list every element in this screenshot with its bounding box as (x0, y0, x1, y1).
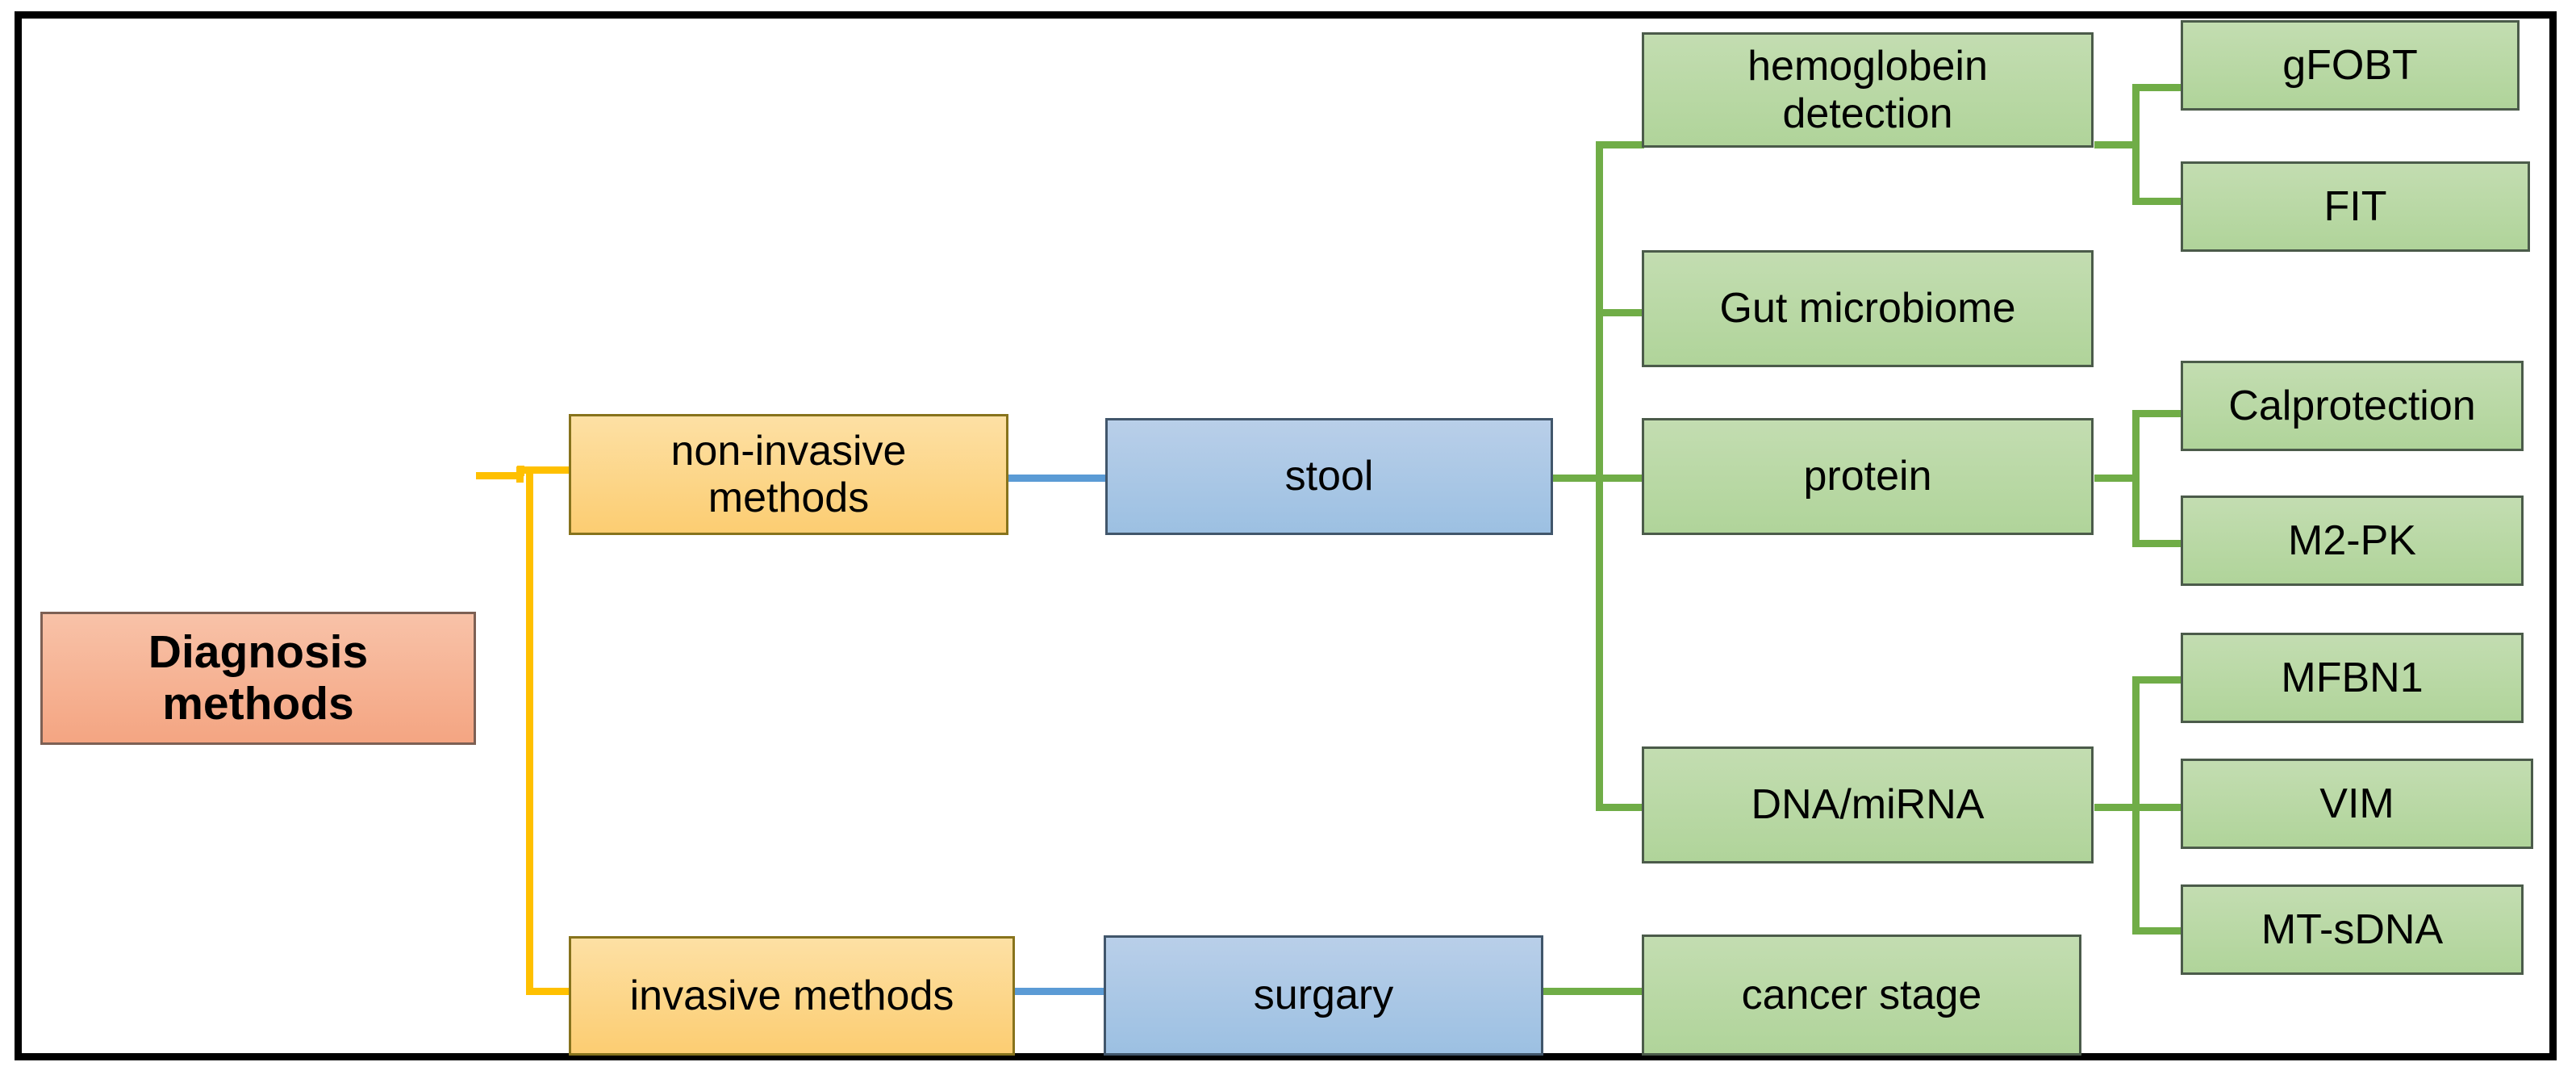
edge-bracket-to-vim (2132, 804, 2181, 811)
node-mfbn1[interactable]: MFBN1 (2181, 633, 2524, 723)
edge-surgary-to-cancer-stage (1541, 988, 1646, 995)
node-gut-microbiome[interactable]: Gut microbiome (1642, 250, 2094, 367)
node-stool[interactable]: stool (1105, 418, 1553, 535)
edge-bracket-to-calprotection (2132, 410, 2181, 417)
node-mt-sdna[interactable]: MT-sDNA (2181, 884, 2524, 975)
edge-invasive-to-surgary (1015, 988, 1104, 995)
edge-yellow-to-invasive (526, 988, 574, 995)
green-bracket-protein (2132, 410, 2140, 547)
edge-yellow-down-column (526, 472, 533, 995)
edge-yellow-riser-long-up (517, 466, 524, 476)
edge-trunk-to-gut-microbiome (1596, 309, 1644, 316)
edge-dna-to-bracket (2094, 804, 2138, 811)
node-calprotection[interactable]: Calprotection (2181, 361, 2524, 451)
node-dna-mirna[interactable]: DNA/miRNA (1642, 746, 2094, 863)
node-cancer-stage[interactable]: cancer stage (1642, 935, 2081, 1056)
node-vim[interactable]: VIM (2181, 759, 2533, 849)
edge-trunk-to-hemoglobein (1596, 141, 1644, 148)
edge-bracket-to-fit (2132, 198, 2181, 205)
node-non-invasive-methods[interactable]: non-invasive methods (569, 414, 1008, 535)
edge-hemoglobein-to-bracket (2094, 141, 2138, 148)
edge-trunk-to-dna-mirna (1596, 804, 1644, 811)
node-hemoglobein-detection[interactable]: hemoglobein detection (1642, 32, 2094, 148)
edge-bracket-to-mt-sdna (2132, 927, 2181, 935)
green-bracket-hemoglobein (2132, 84, 2140, 205)
node-gfobt[interactable]: gFOBT (2181, 20, 2520, 111)
node-m2pk[interactable]: M2-PK (2181, 496, 2524, 586)
edge-non-invasive-to-stool (1008, 475, 1105, 482)
edge-protein-to-bracket (2094, 475, 2138, 482)
edge-trunk-to-protein (1596, 475, 1644, 482)
edge-root-to-branch-stub (476, 472, 520, 479)
outer-border-frame (15, 11, 2557, 1060)
node-protein[interactable]: protein (1642, 418, 2094, 535)
node-fit[interactable]: FIT (2181, 161, 2530, 252)
node-invasive-methods[interactable]: invasive methods (569, 936, 1015, 1056)
edge-yellow-to-non-invasive (517, 466, 574, 474)
edge-bracket-to-m2pk (2132, 540, 2181, 547)
node-surgary[interactable]: surgary (1104, 935, 1543, 1056)
edge-bracket-to-mfbn1 (2132, 676, 2181, 684)
edge-bracket-to-gfobt (2132, 84, 2181, 91)
node-diagnosis-methods[interactable]: Diagnosis methods (40, 612, 476, 745)
